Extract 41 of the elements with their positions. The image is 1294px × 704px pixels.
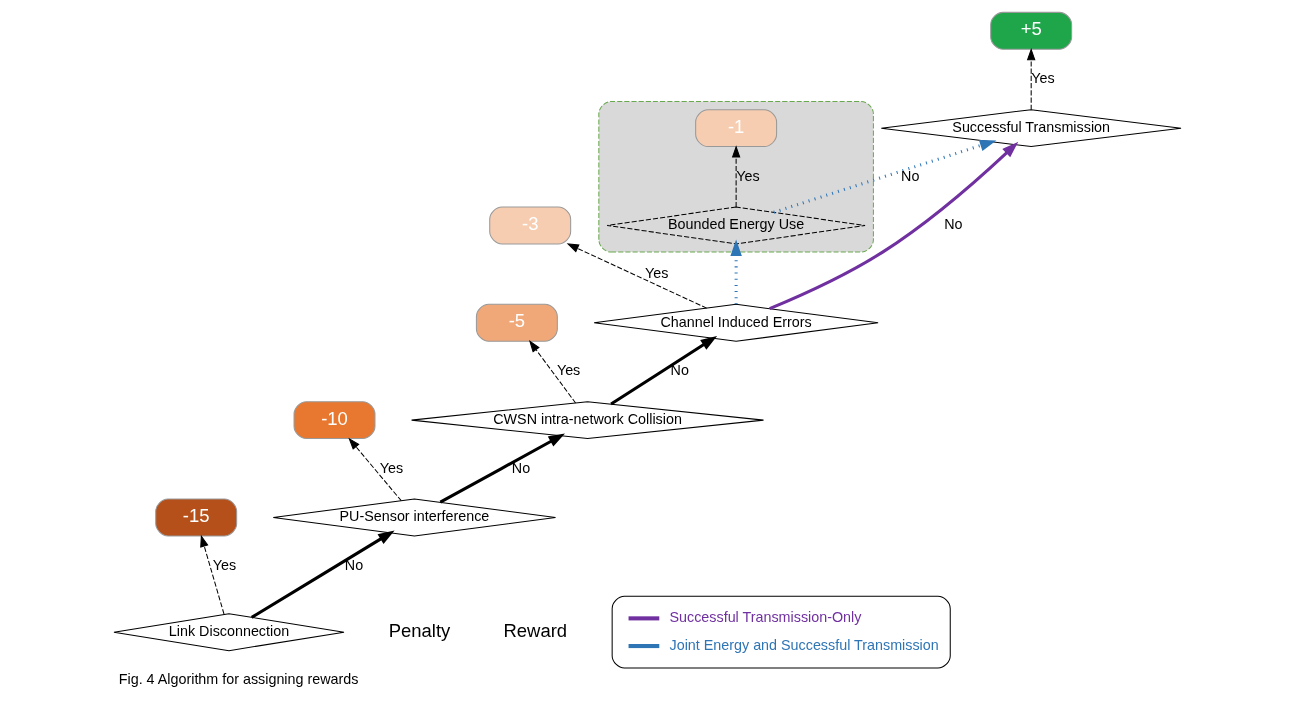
- arrow: [528, 340, 576, 404]
- edge-label: No: [511, 459, 530, 476]
- node-box: +5: [989, 11, 1072, 50]
- label: Reward: [503, 619, 567, 641]
- arrow: [347, 437, 402, 502]
- node-box: -5: [475, 303, 558, 342]
- arrow: [609, 336, 717, 406]
- edge-label: Yes: [735, 167, 760, 184]
- node-diamond: Bounded Energy Use: [606, 206, 866, 245]
- arrow: [439, 433, 565, 504]
- edge-label: No: [943, 216, 962, 233]
- node-diamond: PU-Sensor interference: [272, 498, 556, 537]
- edge-label: Yes: [379, 459, 403, 476]
- arrow: [768, 141, 1018, 311]
- node-diamond: Link Disconnection: [112, 613, 344, 652]
- edge-label: No: [900, 167, 919, 184]
- arrow: [566, 243, 707, 309]
- arrow: [1026, 47, 1035, 111]
- node-diamond: Successful Transmission: [880, 109, 1182, 148]
- legend-label: Joint Energy and Successful Transmission: [669, 636, 939, 653]
- arrow: [729, 239, 742, 305]
- edge-label: Yes: [212, 556, 236, 573]
- arrow: [250, 530, 395, 619]
- node-box: -15: [154, 498, 237, 537]
- node-box: -3: [488, 206, 571, 245]
- node-box: -10: [293, 401, 375, 440]
- node-diamond: Channel Induced Errors: [593, 303, 879, 342]
- edge-label: Yes: [556, 362, 580, 379]
- arrow: [731, 145, 740, 208]
- arrow: [199, 534, 224, 615]
- caption: Fig. 4 Algorithm for assigning rewards: [118, 670, 358, 687]
- edge-label: No: [344, 556, 363, 573]
- node-box: -1: [694, 109, 777, 148]
- node-diamond: CWSN intra-network Collision: [410, 401, 764, 440]
- edge-label: Yes: [644, 264, 668, 281]
- edge-label: No: [670, 362, 689, 379]
- cluster: [597, 101, 874, 253]
- arrow: [772, 140, 996, 214]
- label: Penalty: [388, 619, 450, 641]
- legend-label: Successful Transmission-Only: [669, 609, 861, 626]
- edge-label: Yes: [1030, 70, 1055, 87]
